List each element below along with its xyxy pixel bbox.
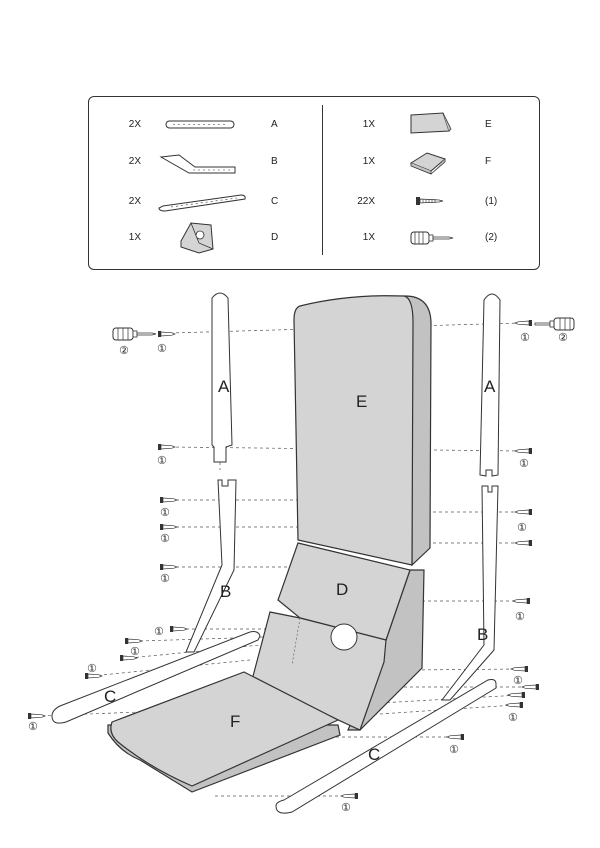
support-B-icon <box>159 154 236 174</box>
screws-left-side <box>27 330 188 720</box>
right-runner-C: C <box>275 679 497 814</box>
screwdriver-right-icon <box>534 317 575 331</box>
parts-list-divider <box>322 105 323 255</box>
screwdriver-left-icon <box>112 327 157 341</box>
callout-tool-left: ② <box>119 344 129 357</box>
part-letter: F <box>485 156 492 167</box>
part-letter: B <box>271 156 278 167</box>
callout-screw: ① <box>160 532 170 545</box>
parts-row-D: 1X D <box>89 222 319 254</box>
part-qty: 2X <box>128 196 141 207</box>
runner-C-icon <box>158 194 246 212</box>
back-cushion-E-icon <box>410 112 452 134</box>
callout-screw: ① <box>513 674 523 687</box>
callout-tool-right: ② <box>558 331 568 344</box>
label-C-right: C <box>368 745 380 764</box>
callout-screw: ① <box>520 331 530 344</box>
callout-numbers: ② ① ① ② ① ① ① ① ① ① ① ① ① ① ① ① ① ① ① <box>28 331 568 814</box>
part-letter: (1) <box>485 196 498 207</box>
part-letter: (2) <box>485 232 498 243</box>
parts-row-B: 2X B <box>89 147 319 177</box>
label-C-left: C <box>104 687 116 706</box>
callout-screw: ① <box>160 506 170 519</box>
parts-row-E: 1X E <box>323 110 539 140</box>
parts-list-box: 2X A 2X B 2X C 1X D 1X <box>88 96 540 270</box>
part-qty: 2X <box>128 156 141 167</box>
callout-screw: ① <box>517 521 527 534</box>
seat-cushion-F: F <box>107 671 341 793</box>
callout-screw: ① <box>508 711 518 724</box>
back-cushion-E: E <box>293 295 432 567</box>
part-letter: A <box>271 119 278 130</box>
lumbar-cushion-D-icon <box>180 222 214 254</box>
lumbar-cushion-D: D <box>251 542 425 731</box>
callout-screw: ① <box>515 610 525 623</box>
parts-row-screwdriver: 1X (2) <box>323 223 539 253</box>
part-qty: 2X <box>128 119 141 130</box>
label-F: F <box>230 712 240 731</box>
label-E: E <box>356 392 367 411</box>
part-letter: E <box>485 119 492 130</box>
part-qty: 1X <box>128 232 141 243</box>
callout-screw: ① <box>157 342 167 355</box>
left-support-B: B <box>185 479 237 653</box>
parts-row-F: 1X F <box>323 147 539 177</box>
part-qty: 1X <box>362 119 375 130</box>
seat-cushion-F-icon <box>409 152 446 175</box>
rail-A-icon <box>165 120 235 129</box>
left-rail-A: A <box>211 292 233 463</box>
callout-screw: ① <box>130 645 140 658</box>
callout-screw: ① <box>157 454 167 467</box>
label-A-left: A <box>218 377 230 396</box>
callout-screw: ① <box>154 625 164 638</box>
label-B-left: B <box>220 582 231 601</box>
part-qty: 22X <box>357 196 375 207</box>
callout-screw: ① <box>449 743 459 756</box>
part-qty: 1X <box>362 232 375 243</box>
parts-row-screw: 22X (1) <box>323 187 539 217</box>
callout-screw: ① <box>341 801 351 814</box>
left-runner-C: C <box>51 631 261 724</box>
parts-row-A: 2X A <box>89 110 319 140</box>
part-letter: D <box>271 232 279 243</box>
part-letter: C <box>271 196 279 207</box>
screw-icon <box>416 197 444 205</box>
label-A-right: A <box>484 377 496 396</box>
label-B-right: B <box>477 625 488 644</box>
callout-screw: ① <box>87 662 97 675</box>
label-D: D <box>336 580 348 599</box>
right-support-B: B <box>440 485 499 701</box>
callout-screw: ① <box>160 572 170 585</box>
part-qty: 1X <box>362 156 375 167</box>
right-rail-A: A <box>479 293 501 477</box>
screwdriver-icon <box>410 231 454 245</box>
exploded-assembly-diagram: E D F A A B B C C <box>27 292 575 814</box>
parts-row-C: 2X C <box>89 187 319 217</box>
callout-screw: ① <box>28 720 38 733</box>
callout-screw: ① <box>519 457 529 470</box>
